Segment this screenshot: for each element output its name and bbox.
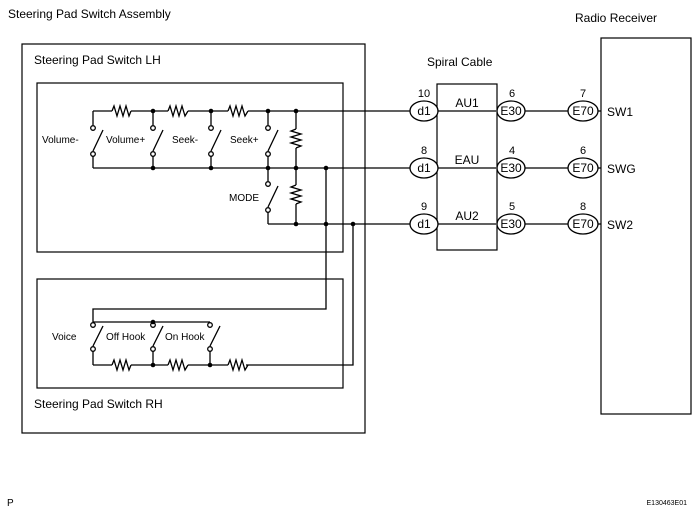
- connector-label-d1: d1: [417, 161, 431, 175]
- terminal-sw1: SW1: [607, 105, 633, 119]
- pin-number: 8: [580, 201, 586, 213]
- switch-label-voice: Voice: [52, 332, 77, 343]
- junction-dot: [150, 319, 156, 325]
- connector-label-e70: E70: [572, 217, 594, 231]
- figure-code: E130463E01: [647, 500, 688, 507]
- switch-contact: [90, 151, 96, 157]
- switch-blade: [210, 129, 222, 152]
- lh-title: Steering Pad Switch LH: [34, 53, 161, 67]
- resistor-7: [167, 357, 189, 373]
- junction-dot: [293, 221, 299, 227]
- switch-label-volume-down: Volume-: [42, 135, 79, 146]
- switch-contact: [208, 151, 214, 157]
- pin-number: 7: [580, 88, 586, 100]
- junction-dot: [150, 362, 156, 368]
- junction-dot: [150, 165, 156, 171]
- rh-title: Steering Pad Switch RH: [34, 397, 163, 411]
- switch-contact: [150, 346, 156, 352]
- junction-dot: [207, 362, 213, 368]
- switch-label-on-hook: On Hook: [165, 332, 205, 343]
- pin-number: 9: [421, 201, 427, 213]
- switch-blade: [267, 185, 279, 208]
- resistor-2: [167, 103, 189, 119]
- junction-dot: [150, 108, 156, 114]
- junction-dot: [293, 165, 299, 171]
- switch-contact: [265, 125, 271, 131]
- connector-label-e70: E70: [572, 104, 594, 118]
- connector-label-d1: d1: [417, 217, 431, 231]
- junction-dot: [293, 108, 299, 114]
- radio-receiver-title: Radio Receiver: [575, 11, 657, 25]
- pin-number: 5: [509, 201, 515, 213]
- switch-label-volume-up: Volume+: [106, 135, 145, 146]
- pin-number: 4: [509, 145, 515, 157]
- connector-label-e30: E30: [500, 217, 522, 231]
- junction-dot: [265, 165, 271, 171]
- switch-blade: [92, 325, 104, 347]
- rh-switch-box: [36, 278, 344, 389]
- connector-label-e70: E70: [572, 161, 594, 175]
- switch-contact: [90, 125, 96, 131]
- connector-label-e30: E30: [500, 161, 522, 175]
- switch-contact: [207, 346, 213, 352]
- junction-dot: [323, 165, 329, 171]
- resistor-5: [288, 184, 304, 205]
- switch-contact: [90, 346, 96, 352]
- resistor-1: [111, 103, 132, 119]
- switch-label-mode: MODE: [229, 193, 259, 204]
- switch-blade: [209, 325, 221, 347]
- switch-blade: [92, 129, 104, 152]
- switch-contact: [150, 151, 156, 157]
- connector-label-e30: E30: [500, 104, 522, 118]
- switch-label-seek-down: Seek-: [172, 135, 198, 146]
- switch-blade: [152, 129, 164, 152]
- resistor-3: [227, 103, 249, 119]
- switch-blade: [152, 325, 164, 347]
- resistor-6: [111, 357, 132, 373]
- radio-receiver-box: [600, 37, 692, 415]
- junction-dot: [323, 221, 329, 227]
- junction-dot: [265, 108, 271, 114]
- signal-label-eau: EAU: [455, 153, 480, 167]
- switch-contact: [265, 207, 271, 213]
- junction-dot: [208, 108, 214, 114]
- switch-contact: [90, 322, 96, 328]
- signal-label-au2: AU2: [455, 209, 479, 223]
- terminal-swg: SWG: [607, 162, 636, 176]
- pin-number: 6: [509, 88, 515, 100]
- switch-contact: [208, 125, 214, 131]
- spiral-cable-title: Spiral Cable: [427, 55, 493, 69]
- switch-assembly-box: [21, 43, 366, 434]
- pin-number: 6: [580, 145, 586, 157]
- terminal-sw2: SW2: [607, 218, 633, 232]
- switch-contact: [207, 322, 213, 328]
- assembly-title: Steering Pad Switch Assembly: [8, 7, 171, 21]
- resistor-8: [227, 357, 249, 373]
- junction-dot: [208, 165, 214, 171]
- switch-contact: [150, 125, 156, 131]
- switch-contact: [265, 181, 271, 187]
- switch-contact: [265, 151, 271, 157]
- switch-label-seek-up: Seek+: [230, 135, 259, 146]
- footer-page-marker: P: [7, 498, 14, 509]
- switch-blade: [267, 129, 279, 152]
- signal-label-au1: AU1: [455, 96, 479, 110]
- resistor-4: [288, 128, 304, 149]
- connector-label-d1: d1: [417, 104, 431, 118]
- junction-dot: [350, 221, 356, 227]
- pin-number: 10: [418, 88, 430, 100]
- pin-number: 8: [421, 145, 427, 157]
- switch-label-off-hook: Off Hook: [106, 332, 146, 343]
- wire-eau-to-rh: [92, 168, 327, 322]
- wire-au2-to-rh: [246, 224, 354, 366]
